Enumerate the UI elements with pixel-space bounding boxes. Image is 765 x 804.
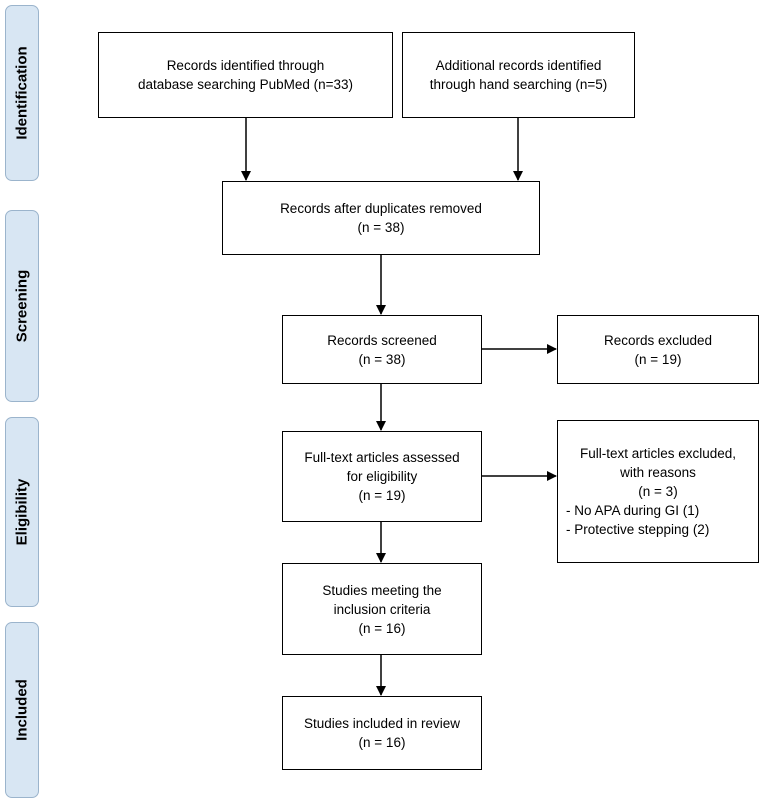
box-hand-search-records: Additional records identified through ha…: [402, 32, 635, 118]
box-studies-meeting-criteria-line3: (n = 16): [358, 620, 406, 636]
box-fulltext-excluded-line2: with reasons: [620, 465, 696, 480]
box-database-records-line1: Records identified through: [166, 58, 325, 73]
box-studies-meeting-criteria: Studies meeting the inclusion criteria (…: [282, 563, 482, 655]
box-fulltext-excluded-line1: Full-text articles excluded,: [579, 446, 737, 461]
box-fulltext-assessed: Full-text articles assessed for eligibil…: [282, 431, 482, 522]
box-duplicates-removed-line1: Records after duplicates removed: [280, 201, 482, 216]
box-hand-search-records-line1: Additional records identified: [435, 58, 602, 73]
phase-screening: Screening: [5, 210, 39, 402]
box-fulltext-excluded-line3: (n = 3): [638, 484, 678, 499]
box-fulltext-excluded-reason-1: - No APA during GI (1): [566, 503, 700, 518]
phase-included: Included: [5, 622, 39, 798]
box-database-records-line2: database searching PubMed (n=33): [137, 77, 354, 92]
box-records-screened-line1: Records screened: [327, 332, 437, 348]
box-studies-included: Studies included in review (n = 16): [282, 696, 482, 770]
box-records-screened-line2: (n = 38): [358, 351, 406, 367]
box-database-records: Records identified through database sear…: [98, 32, 393, 118]
box-hand-search-records-line2: through hand searching (n=5): [429, 77, 608, 92]
box-fulltext-assessed-line1: Full-text articles assessed: [304, 450, 460, 465]
box-records-excluded-line2: (n = 19): [634, 351, 682, 367]
box-fulltext-excluded: Full-text articles excluded, with reason…: [557, 420, 759, 563]
phase-identification: Identification: [5, 5, 39, 181]
box-studies-included-line2: (n = 16): [358, 735, 406, 750]
box-fulltext-assessed-line3: (n = 19): [358, 488, 406, 503]
box-studies-meeting-criteria-line1: Studies meeting the: [322, 582, 442, 598]
box-records-screened: Records screened (n = 38): [282, 315, 482, 384]
box-records-excluded: Records excluded (n = 19): [557, 315, 759, 384]
phase-eligibility: Eligibility: [5, 417, 39, 607]
box-studies-included-line1: Studies included in review: [303, 716, 461, 731]
box-duplicates-removed: Records after duplicates removed (n = 38…: [222, 181, 540, 255]
box-fulltext-assessed-line2: for eligibility: [346, 469, 418, 484]
box-duplicates-removed-line2: (n = 38): [357, 220, 405, 235]
box-studies-meeting-criteria-line2: inclusion criteria: [333, 601, 431, 617]
box-fulltext-excluded-reason-2: - Protective stepping (2): [566, 522, 710, 537]
box-records-excluded-line1: Records excluded: [603, 332, 713, 348]
